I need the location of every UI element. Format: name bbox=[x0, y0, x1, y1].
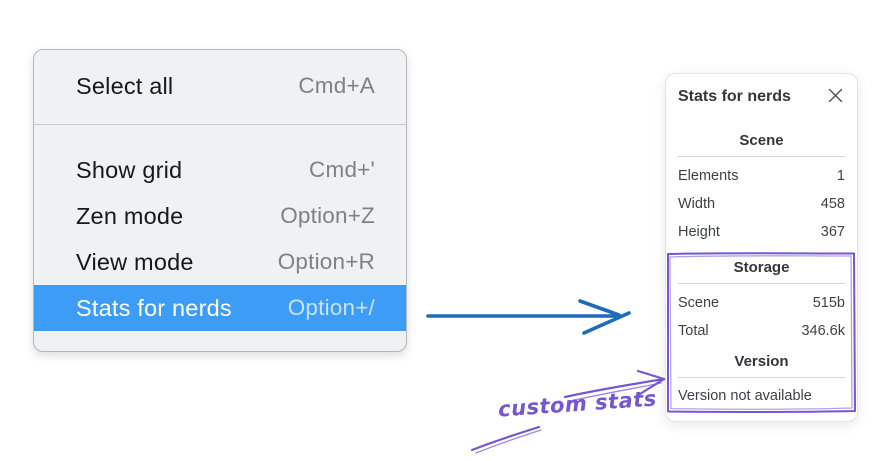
stat-value: 1 bbox=[836, 168, 845, 184]
stat-value: 458 bbox=[820, 196, 845, 212]
menu-item-shortcut: Cmd+' bbox=[309, 157, 375, 182]
menu-item-stats-for-nerds[interactable]: Stats for nerds Option+/ bbox=[34, 285, 406, 331]
menu-item-shortcut: Option+R bbox=[277, 249, 375, 274]
divider bbox=[678, 377, 845, 378]
stat-row-total-storage: Total 346.6k bbox=[678, 317, 845, 345]
stats-panel-header: Stats for nerds bbox=[678, 86, 845, 108]
divider bbox=[678, 156, 845, 157]
stats-panel: Stats for nerds Scene Elements 1 Width 4… bbox=[665, 73, 858, 422]
version-section-heading: Version bbox=[734, 353, 789, 370]
stat-label: Scene bbox=[678, 295, 720, 311]
menu-item-select-all[interactable]: Select all Cmd+A bbox=[34, 63, 406, 109]
menu-divider bbox=[34, 124, 406, 125]
menu-item-shortcut: Cmd+A bbox=[298, 73, 375, 98]
menu-item-show-grid[interactable]: Show grid Cmd+' bbox=[34, 147, 406, 193]
menu-item-shortcut: Option+/ bbox=[287, 295, 375, 320]
custom-stats-annotation-label: custom stats bbox=[497, 386, 658, 422]
menu-item-label: Select all bbox=[76, 72, 174, 99]
context-menu: Select all Cmd+A Show grid Cmd+' Zen mod… bbox=[33, 49, 407, 352]
scene-section-heading: Scene bbox=[739, 132, 784, 149]
stat-value: 346.6k bbox=[801, 323, 845, 339]
close-button[interactable] bbox=[825, 87, 845, 107]
storage-section-heading: Storage bbox=[733, 259, 790, 276]
stat-label: Height bbox=[678, 224, 720, 240]
stat-label: Elements bbox=[678, 168, 739, 184]
menu-item-label: View mode bbox=[76, 248, 194, 275]
stat-row-width: Width 458 bbox=[678, 190, 845, 218]
close-icon bbox=[828, 88, 843, 106]
menu-item-shortcut: Option+Z bbox=[280, 203, 375, 228]
menu-item-view-mode[interactable]: View mode Option+R bbox=[34, 239, 406, 285]
menu-item-label: Show grid bbox=[76, 156, 183, 183]
stats-panel-title: Stats for nerds bbox=[678, 88, 791, 105]
stat-row-elements: Elements 1 bbox=[678, 162, 845, 190]
stat-value: 367 bbox=[820, 224, 845, 240]
stat-row-height: Height 367 bbox=[678, 218, 845, 246]
version-note: Version not available bbox=[678, 388, 812, 404]
purple-arrow-tail bbox=[470, 425, 542, 454]
stat-row-scene-storage: Scene 515b bbox=[678, 289, 845, 317]
divider bbox=[678, 283, 845, 284]
blue-arrow bbox=[426, 299, 631, 335]
menu-item-label: Zen mode bbox=[76, 202, 184, 229]
menu-item-zen-mode[interactable]: Zen mode Option+Z bbox=[34, 193, 406, 239]
stat-label: Total bbox=[678, 323, 709, 339]
stat-value: 515b bbox=[812, 295, 845, 311]
menu-item-label: Stats for nerds bbox=[76, 294, 232, 321]
stat-label: Width bbox=[678, 196, 716, 212]
